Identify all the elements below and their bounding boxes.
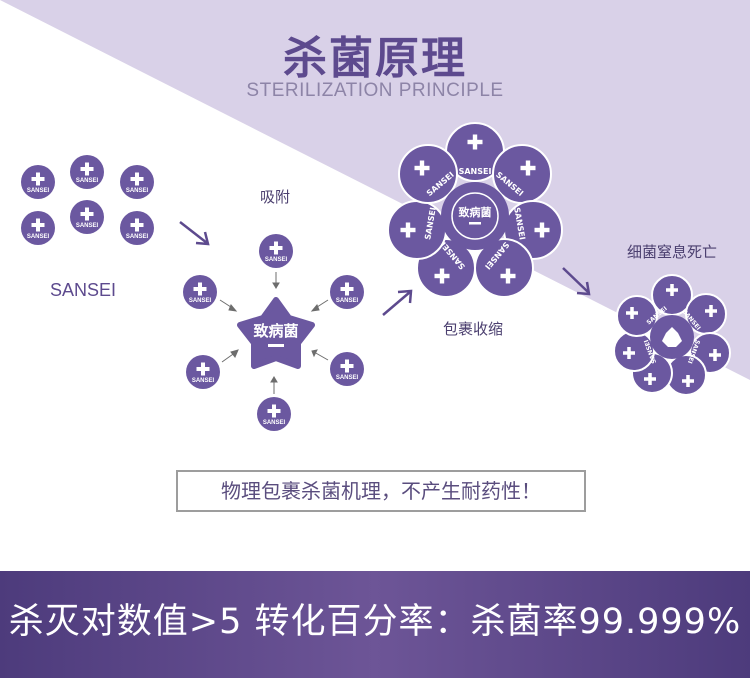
sansei-badge (120, 211, 154, 245)
sansei-badge (21, 165, 55, 199)
sansei-badge (70, 200, 104, 234)
arrow-icon (179, 221, 210, 246)
adsorb-badge (330, 352, 364, 386)
pathogen-label: 致病菌 (253, 322, 298, 340)
adsorb-badge (330, 275, 364, 309)
page-subtitle: STERILIZATION PRINCIPLE (246, 80, 504, 101)
diagonal-background (0, 0, 750, 380)
adsorption-stage: 致病菌 (183, 234, 364, 431)
sansei-badge (120, 165, 154, 199)
adsorb-badge (186, 355, 220, 389)
sansei-badge (21, 211, 55, 245)
adsorb-badge (259, 234, 293, 268)
arrow-icon (382, 289, 413, 316)
adsorb-badge (257, 397, 291, 431)
bottom-banner (0, 571, 750, 678)
wrap-stage: 致病菌 SANSEI SANSEI SANSEI SANSEI SANSEI S… (387, 122, 563, 298)
efficacy-stat: 杀灭对数值>5 转化百分率：杀菌率99.999% (8, 602, 742, 642)
dead-pathogen-icon (662, 327, 682, 347)
bacteria-die-label: 细菌窒息死亡 (627, 243, 718, 261)
page-title: 杀菌原理 (283, 33, 467, 84)
wrap-sansei-text: SANSEI (459, 167, 492, 176)
sansei-label: SANSEI (50, 280, 117, 300)
pathogen-star (237, 297, 315, 369)
arrow-icon (562, 267, 591, 296)
adsorb-label: 吸附 (260, 188, 291, 206)
wrap-shrink-label: 包裹收缩 (443, 320, 504, 338)
adsorb-badge (183, 275, 217, 309)
sansei-badge (70, 155, 104, 189)
dead-bacteria-stage: SANSEI SANSEI SANSEI SANSEI (613, 274, 731, 396)
pathogen-label: 致病菌 (459, 205, 492, 219)
mechanism-note: 物理包裹杀菌机理，不产生耐药性！ (176, 470, 586, 512)
sansei-particles (21, 155, 154, 245)
